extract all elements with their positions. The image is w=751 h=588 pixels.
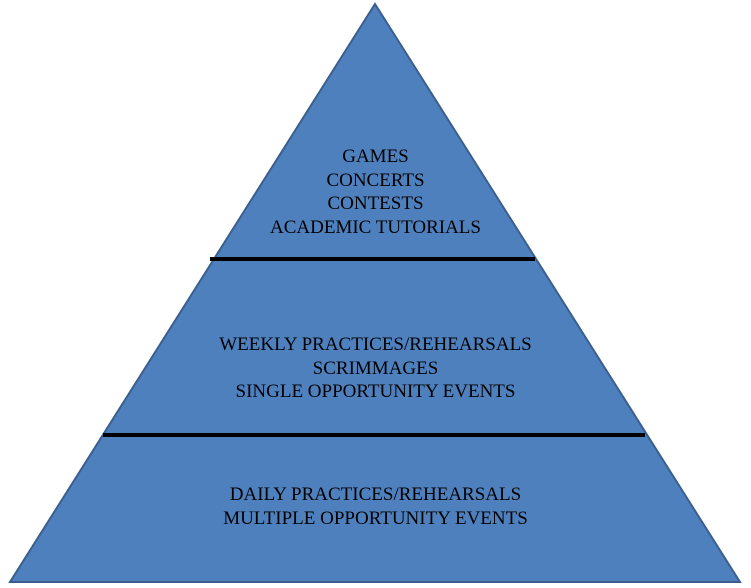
pyramid-body — [8, 2, 742, 583]
tier-middle-line-3: SINGLE OPPORTUNITY EVENTS — [235, 381, 516, 402]
tier-top-line-2: CONCERTS — [326, 169, 425, 191]
tier-bottom-line-2: MULTIPLE OPPORTUNITY EVENTS — [223, 507, 528, 529]
tier-middle-line-2: SCRIMMAGES — [312, 357, 439, 379]
tier-top-line-4: ACADEMIC TUTORIALS — [270, 216, 481, 238]
tier-bottom-label: DAILY PRACTICES/REHEARSALS MULTIPLE OPPO… — [0, 483, 751, 530]
tier-middle-line-1: WEEKLY PRACTICES/REHEARSALS — [219, 334, 532, 355]
tier-top-line-1: GAMES — [342, 146, 409, 167]
tier-top-label: GAMES CONCERTS CONTESTS ACADEMIC TUTORIA… — [0, 145, 751, 239]
tier-bottom-line-1: DAILY PRACTICES/REHEARSALS — [229, 484, 522, 505]
tier-top-line-3: CONTESTS — [327, 193, 424, 214]
tier-middle-label: WEEKLY PRACTICES/REHEARSALS SCRIMMAGES S… — [0, 333, 751, 404]
